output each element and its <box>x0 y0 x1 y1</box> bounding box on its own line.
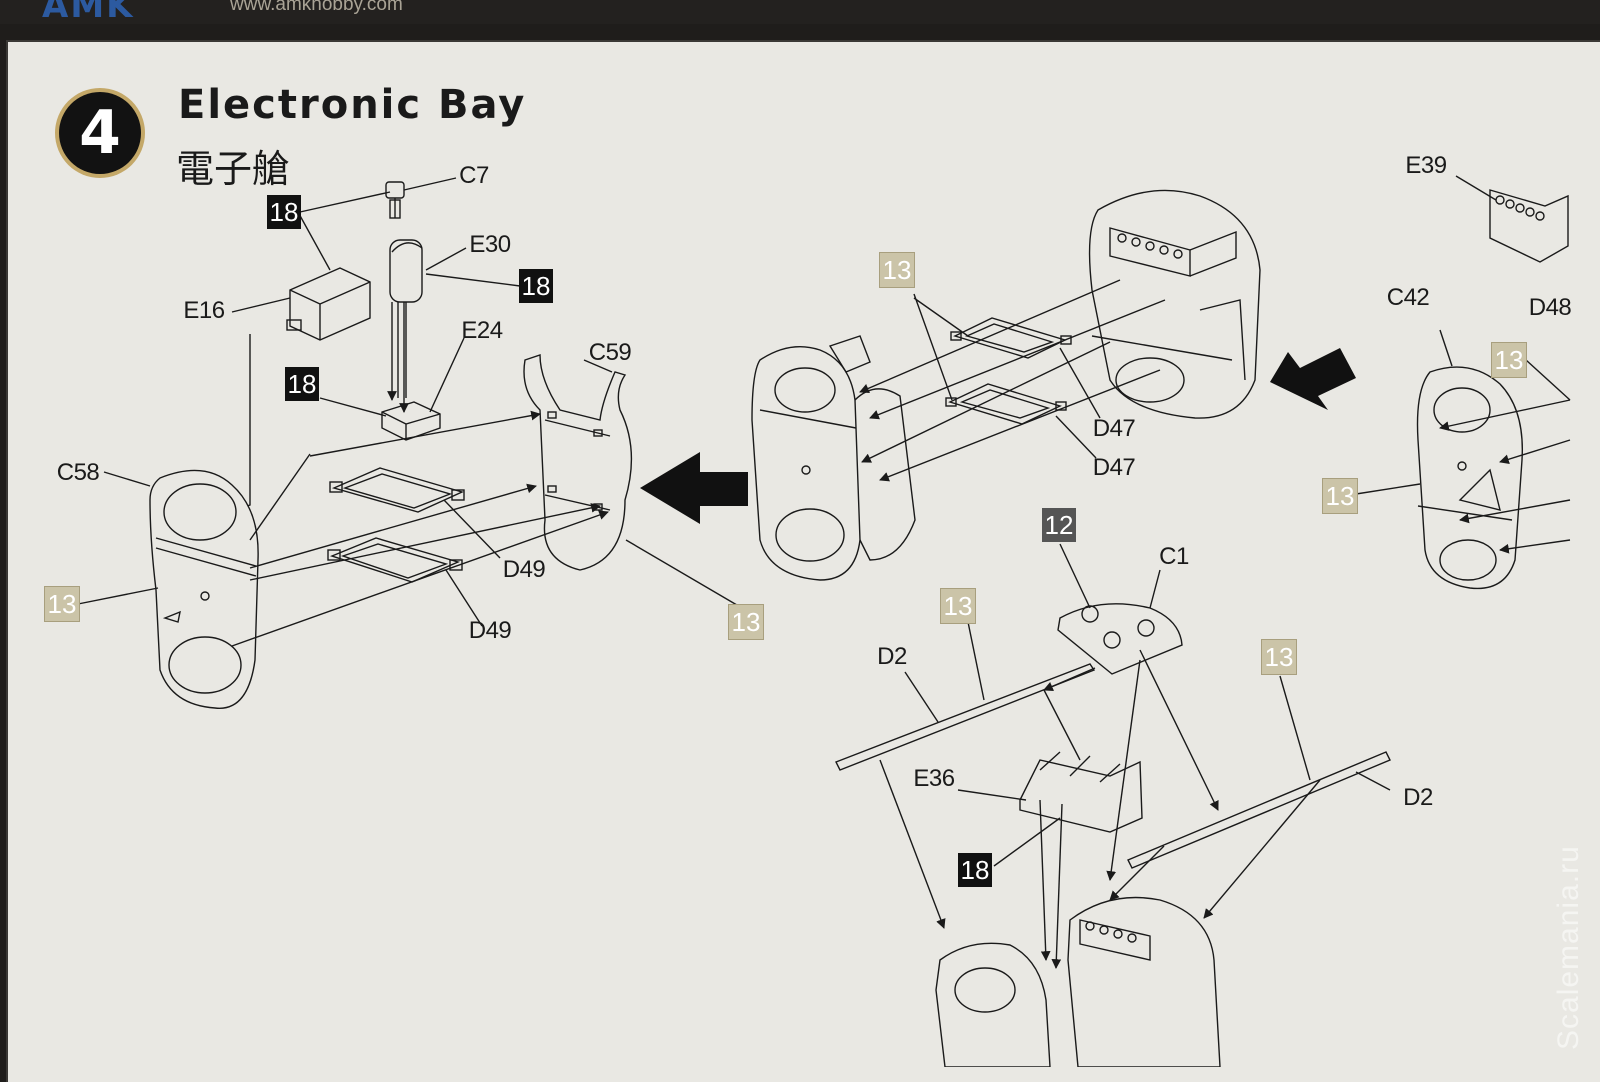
header-band: AMK www.amkhobby.com <box>0 0 1600 26</box>
step-title: Electronic Bay <box>178 82 527 128</box>
e16-part <box>286 267 371 341</box>
label-d2-left: D2 <box>877 643 907 670</box>
label-e36: E36 <box>913 765 955 792</box>
label-c42: C42 <box>1386 284 1430 311</box>
label-c7: C7 <box>459 162 489 189</box>
big-arrow-right <box>1270 348 1356 410</box>
d49-frame-lower <box>327 537 463 583</box>
brand-logo: AMK <box>42 0 135 26</box>
e39-part <box>1489 189 1569 263</box>
e24-part <box>381 401 441 441</box>
lower-assembly <box>935 896 1221 1067</box>
c1-cover <box>1057 603 1183 675</box>
glue-tag-13: 13 <box>728 604 764 640</box>
step-number: 4 <box>59 92 141 174</box>
d49-frame-upper <box>329 467 465 513</box>
label-d49-lower: D49 <box>468 617 512 644</box>
label-c59: C59 <box>588 339 632 366</box>
label-d48: D48 <box>1528 294 1572 321</box>
label-e16: E16 <box>183 297 225 324</box>
label-d49-upper: D49 <box>502 556 546 583</box>
c59-frame <box>523 354 633 571</box>
gray-tag-12: 12 <box>1042 508 1076 542</box>
brand-url: www.amkhobby.com <box>230 0 403 15</box>
label-d47-upper: D47 <box>1092 415 1136 442</box>
label-c1: C1 <box>1159 543 1189 570</box>
paint-tag-18: 18 <box>958 853 992 887</box>
c7-part <box>385 181 405 219</box>
paint-tag-18: 18 <box>267 195 301 229</box>
glue-tag-13: 13 <box>940 588 976 624</box>
step-subtitle: 電子艙 <box>176 147 291 191</box>
c42-bulkhead <box>1416 366 1524 590</box>
glue-tag-13: 13 <box>1322 478 1358 514</box>
e36-part <box>1019 751 1143 833</box>
middle-assembly <box>751 189 1261 581</box>
glue-tag-13: 13 <box>44 586 80 622</box>
label-d2-right: D2 <box>1403 784 1433 811</box>
big-arrow-left <box>640 452 748 524</box>
glue-tag-13: 13 <box>1261 639 1297 675</box>
paint-tag-18: 18 <box>285 367 319 401</box>
label-d47-lower: D47 <box>1092 454 1136 481</box>
step-number-badge: 4 <box>55 88 145 178</box>
d2-rod-left <box>835 663 1096 771</box>
label-e30: E30 <box>469 231 511 258</box>
d2-rod-right <box>1127 751 1391 869</box>
watermark: Scalemania.ru <box>1552 845 1585 1050</box>
label-c58: C58 <box>56 459 100 486</box>
c58-bulkhead <box>149 469 259 709</box>
label-e39: E39 <box>1405 152 1447 179</box>
glue-tag-13: 13 <box>879 252 915 288</box>
label-e24: E24 <box>461 317 503 344</box>
glue-tag-13: 13 <box>1491 342 1527 378</box>
paint-tag-18: 18 <box>519 269 553 303</box>
e30-part <box>389 239 423 398</box>
